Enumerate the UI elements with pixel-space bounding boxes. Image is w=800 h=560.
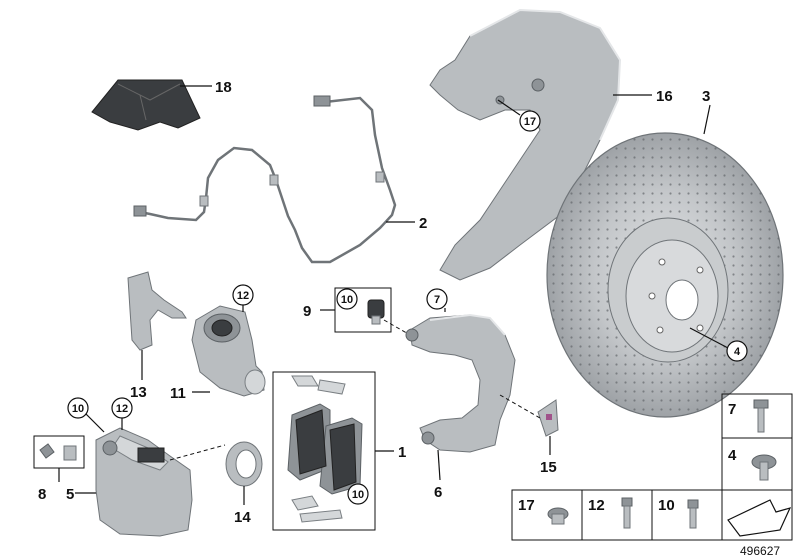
dash-9 <box>383 319 411 336</box>
label-7-carrier: 7 <box>434 294 440 306</box>
legend-10: 10 <box>658 497 675 514</box>
label-10-caliper: 10 <box>72 403 84 415</box>
legend-grid <box>511 393 793 541</box>
label-10-pads: 10 <box>352 489 364 501</box>
label-17-inner: 17 <box>524 116 536 128</box>
label-12-caliper: 12 <box>116 403 128 415</box>
label-10-in-9: 10 <box>341 294 353 306</box>
part-2-wear-sensor <box>133 95 397 264</box>
label-9: 9 <box>303 303 311 320</box>
label-11: 11 <box>170 385 186 402</box>
circle-10-in-9 <box>336 288 358 310</box>
part-14-seal <box>225 441 263 487</box>
circle-17-inner <box>519 110 541 132</box>
part-1-brake-pads <box>287 375 363 523</box>
circle-10-caliper <box>67 397 89 419</box>
legend-12-bolt <box>621 497 633 529</box>
legend-7-bolt <box>753 399 769 433</box>
legend-17-nut <box>547 507 569 525</box>
part-9-grommet <box>367 299 385 325</box>
legend-10-bolt <box>687 499 699 529</box>
part-3-brake-disc <box>546 132 784 418</box>
label-3: 3 <box>702 88 710 105</box>
label-8: 8 <box>38 486 46 503</box>
legend-arrow-icon <box>727 499 792 537</box>
part-18-cover <box>91 79 201 131</box>
legend-12: 12 <box>588 497 605 514</box>
dash-15 <box>499 394 541 419</box>
label-5: 5 <box>66 486 74 503</box>
legend-4-screw <box>751 454 777 481</box>
label-15: 15 <box>540 459 557 476</box>
legend-7: 7 <box>728 401 736 418</box>
legend-17: 17 <box>518 497 535 514</box>
leader-4 <box>689 327 729 349</box>
part-11-motor <box>191 305 266 397</box>
image-id: 496627 <box>740 544 780 558</box>
label-4-disc: 4 <box>734 346 741 358</box>
part-15-clip <box>537 399 559 437</box>
label-6: 6 <box>434 484 442 501</box>
part-8-bleeder <box>39 443 77 461</box>
part-16-splash-shield <box>429 8 622 281</box>
legend-4: 4 <box>728 447 737 464</box>
label-16: 16 <box>656 88 673 105</box>
leader-3 <box>703 104 711 135</box>
label-2: 2 <box>419 215 427 232</box>
label-13: 13 <box>130 384 147 401</box>
leader-6 <box>437 449 441 481</box>
label-1: 1 <box>398 444 406 461</box>
part-6-caliper-carrier <box>405 313 516 453</box>
label-12-motor: 12 <box>237 290 249 302</box>
circle-7 <box>426 288 448 310</box>
label-18: 18 <box>215 79 232 96</box>
part-5-caliper <box>95 427 193 537</box>
part-13-bracket <box>127 271 187 351</box>
leader-10-caliper <box>85 413 105 433</box>
circle-10-pads <box>347 483 369 505</box>
circle-4 <box>726 340 748 362</box>
leader-17-inner <box>497 99 521 116</box>
dash-5 <box>169 444 226 461</box>
label-14: 14 <box>234 509 251 526</box>
